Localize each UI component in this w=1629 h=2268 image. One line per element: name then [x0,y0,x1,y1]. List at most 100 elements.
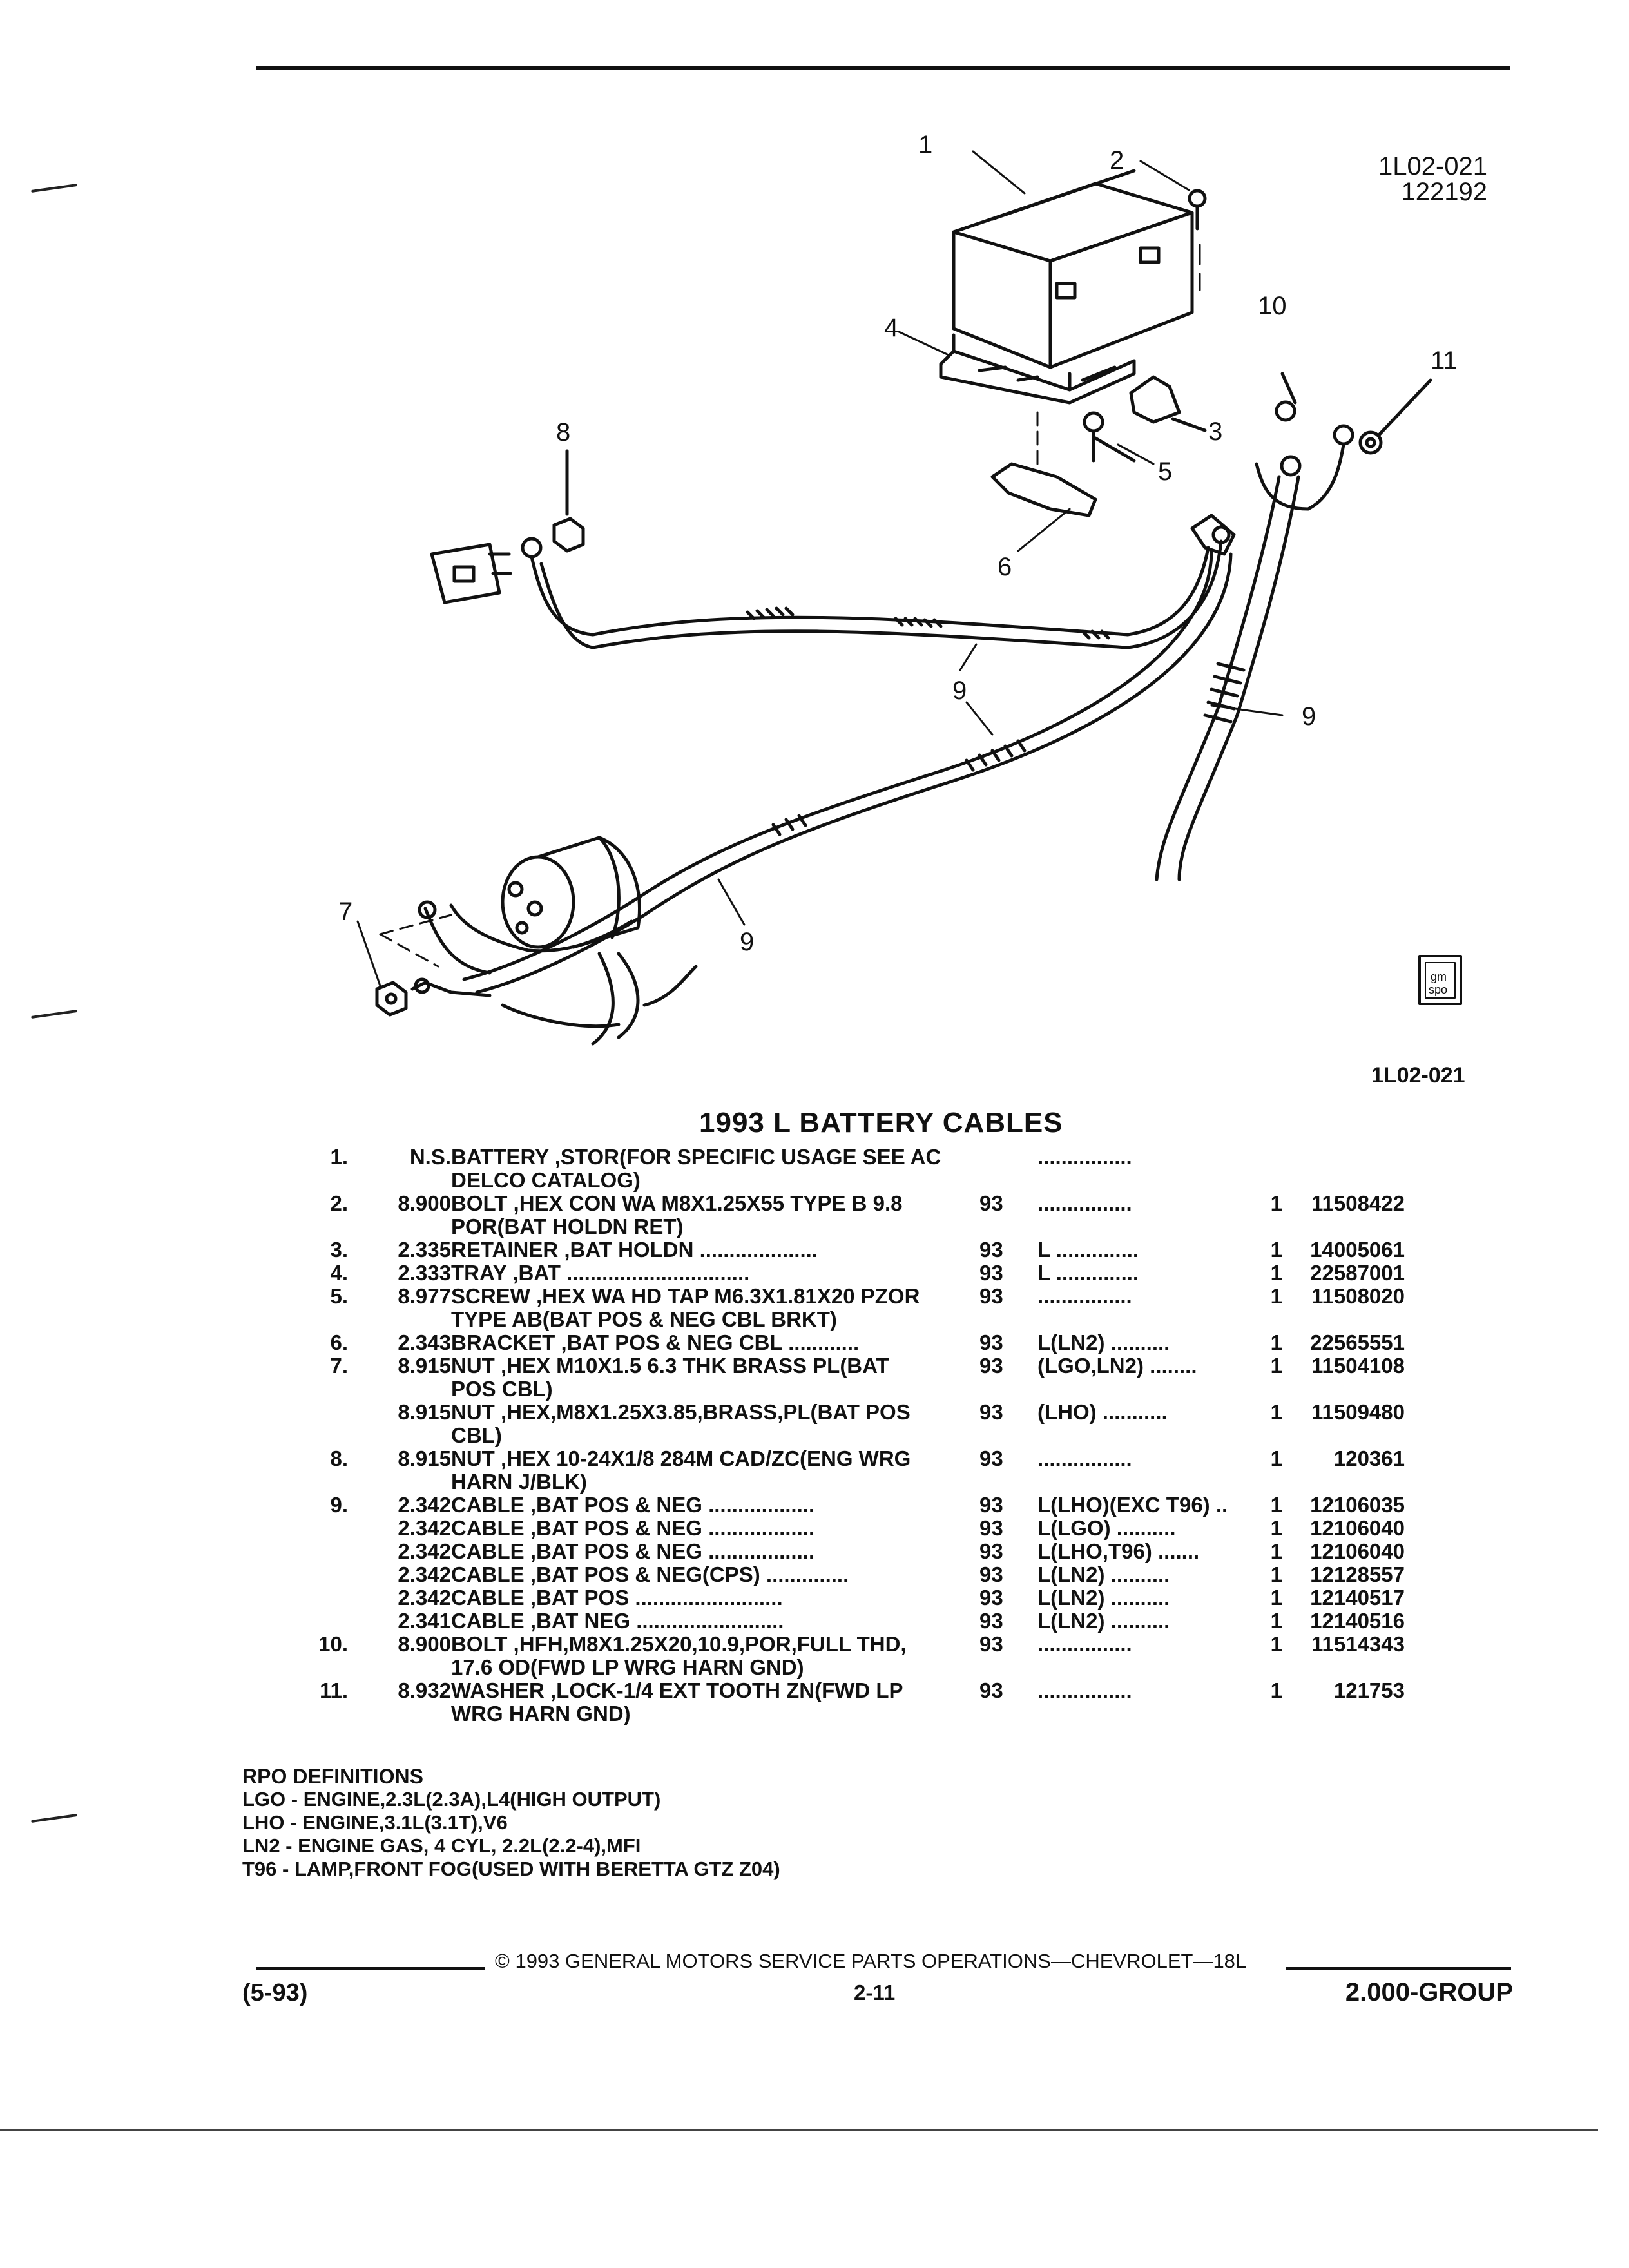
usage-code: ................ [1037,1145,1132,1169]
figure-id-line2: 122192 [1401,178,1487,206]
part-description: CABLE ,BAT POS & NEG(CPS) .............. [451,1563,979,1586]
item-number [284,1540,348,1563]
item-number: 8. [330,1446,348,1470]
quantity: 1 [1270,1562,1282,1586]
item-number [284,1586,348,1610]
group-number: 2.335 [398,1238,451,1262]
retainer-3-shape [1129,375,1181,424]
description-line: BRACKET ,BAT POS & NEG CBL ............ [451,1331,860,1354]
figure-id-top: 1L02-021 122192 [1294,153,1487,205]
description-line: WASHER ,LOCK-1/4 EXT TOOTH ZN(FWD LP [451,1678,903,1702]
item-number: 7. [330,1354,348,1378]
nut-7-shape [375,914,492,1017]
usage-code: L(LN2) .......... [1037,1331,1170,1354]
battery-tray-shape [939,333,1136,405]
rpo-item: LN2 - ENGINE GAS, 4 CYL, 2.2L(2.2-4),MFI [242,1834,641,1857]
group-number: 8.932 [398,1678,451,1702]
group-number: N.S. [409,1145,451,1169]
description-line: CABLE ,BAT POS & NEG .................. [451,1516,815,1540]
connector-shape [430,543,512,604]
group-number: 2.343 [398,1331,451,1354]
part-description: TRAY ,BAT ..............................… [451,1262,979,1285]
usage-code: L(LGO) .......... [1037,1516,1176,1540]
description-line-2: DELCO CATALOG) [451,1168,641,1192]
description-line-2: CBL) [451,1423,502,1447]
cable-9-middle-shape [462,549,1233,994]
part-number: 11508422 [1311,1191,1405,1215]
parts-table-body: 1.N.S.BATTERY ,STOR(FOR SPECIFIC USAGE S… [284,1146,1405,1725]
part-number: 22587001 [1310,1261,1405,1285]
part-number: 12140516 [1310,1609,1405,1633]
quantity: 1 [1270,1238,1282,1262]
quantity: 1 [1270,1446,1282,1470]
gm-spo-logo-icon [1418,955,1462,1005]
model-year: 93 [979,1493,1003,1517]
part-description: BOLT ,HFH,M8X1.25X20,10.9,POR,FULL THD,1… [451,1633,979,1679]
description-line: BOLT ,HEX CON WA M8X1.25X55 TYPE B 9.8 [451,1191,903,1215]
part-number: 11514343 [1311,1632,1405,1656]
figure-id-bottom: 1L02-021 [1371,1063,1465,1088]
part-number: 12128557 [1310,1562,1405,1586]
item-number [284,1610,348,1633]
nut-8-shape [552,449,585,553]
model-year: 93 [979,1539,1003,1563]
quantity: 1 [1270,1331,1282,1354]
usage-code: L(LN2) .......... [1037,1562,1170,1586]
part-number: 11509480 [1311,1400,1405,1424]
group-number: 2.333 [398,1261,451,1285]
footer-rule-left [256,1967,485,1970]
description-line: NUT ,HEX M10X1.5 6.3 THK BRASS PL(BAT [451,1354,889,1378]
group-number: 8.915 [398,1400,451,1424]
description-line: CABLE ,BAT NEG ......................... [451,1609,784,1633]
item-number: 3. [330,1238,348,1262]
quantity: 1 [1270,1609,1282,1633]
model-year: 93 [979,1562,1003,1586]
part-description: RETAINER ,BAT HOLDN .................... [451,1238,979,1262]
description-line: TRAY ,BAT ..............................… [451,1261,750,1285]
model-year: 93 [979,1678,1003,1702]
part-number: 12106035 [1310,1493,1405,1517]
usage-code: L(LN2) .......... [1037,1609,1170,1633]
part-description: BRACKET ,BAT POS & NEG CBL ............ [451,1331,979,1354]
part-number: 120361 [1333,1446,1405,1470]
callout-2: 2 [1110,146,1124,175]
group-number: 8.900 [398,1191,451,1215]
description-line: BOLT ,HFH,M8X1.25X20,10.9,POR,FULL THD, [451,1632,907,1656]
model-year: 93 [979,1446,1003,1470]
quantity: 1 [1270,1354,1282,1378]
callout-9b: 9 [1302,702,1316,731]
group-number: 8.915 [398,1446,451,1470]
usage-code: ................ [1037,1678,1132,1702]
part-number: 11508020 [1311,1284,1405,1308]
item-number: 6. [330,1331,348,1354]
group-number: 2.342 [398,1539,451,1563]
scan-line [0,2129,1598,2131]
item-number: 4. [330,1261,348,1285]
rpo-item: LHO - ENGINE,3.1L(3.1T),V6 [242,1811,508,1834]
page-title: 1993 L BATTERY CABLES [699,1107,1063,1139]
battery-terminal-shape [1190,514,1236,556]
battery-shape [952,169,1194,369]
model-year: 93 [979,1191,1003,1215]
footer-page-number: 2-11 [854,1981,896,2004]
model-year: 93 [979,1284,1003,1308]
item-number [284,1517,348,1540]
group-number: 2.341 [398,1609,451,1633]
callout-9a: 9 [952,677,967,705]
model-year: 93 [979,1354,1003,1378]
callout-11: 11 [1431,347,1458,375]
quantity: 1 [1270,1516,1282,1540]
usage-code: L(LHO,T96) ....... [1037,1539,1200,1563]
